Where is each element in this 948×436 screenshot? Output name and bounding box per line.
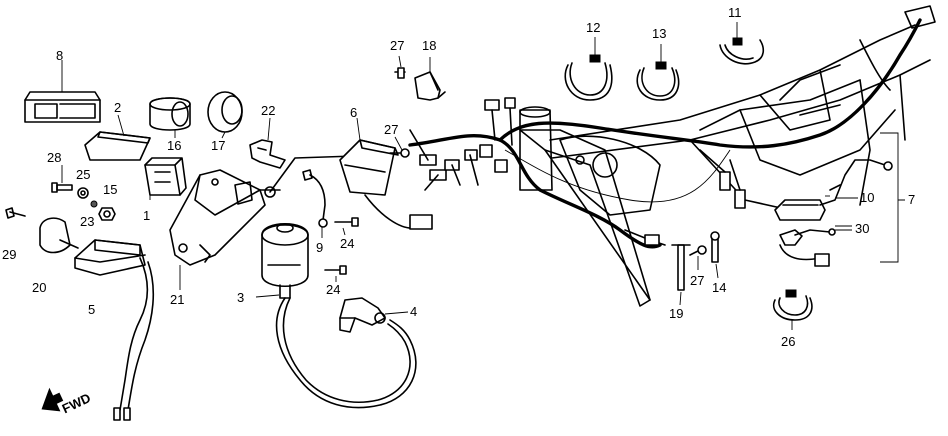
- part-10-switch: [774, 159, 893, 221]
- callout-8: 8: [56, 48, 63, 63]
- fwd-arrow-icon: FWD: [41, 387, 93, 416]
- callout-14: 14: [712, 280, 726, 295]
- callout-12: 12: [586, 20, 600, 35]
- callout-17: 17: [211, 138, 225, 153]
- part-30-switch: [779, 225, 852, 267]
- callout-2: 2: [114, 100, 121, 115]
- callout-6: 6: [350, 105, 357, 120]
- callout-19: 19: [669, 306, 683, 321]
- part-21-bracket: [169, 169, 281, 290]
- part-3-coil: [255, 223, 417, 409]
- part-11-band: [719, 22, 765, 65]
- callout-16: 16: [167, 138, 181, 153]
- callout-24b: 24: [326, 282, 340, 297]
- part-26-band: [773, 289, 813, 330]
- callout-27: 27: [390, 38, 404, 53]
- part-13-band: [636, 44, 680, 101]
- callout-27c: 27: [690, 273, 704, 288]
- callout-7: 7: [908, 192, 915, 207]
- part-27-screw-a: [389, 136, 410, 158]
- frame: [519, 5, 936, 307]
- callout-21: 21: [170, 292, 184, 307]
- callout-26: 26: [781, 334, 795, 349]
- callout-18: 18: [422, 38, 436, 53]
- part-9-wire: [302, 169, 328, 238]
- callout-24: 24: [340, 236, 354, 251]
- callout-labels: 8 2 16 17 22 28 25 15 23 1 29 20 5 21 3 …: [2, 5, 915, 349]
- part-16-can: [149, 97, 191, 138]
- callout-3: 3: [237, 290, 244, 305]
- callout-9: 9: [316, 240, 323, 255]
- part-1-relay: [144, 157, 187, 200]
- callout-23: 23: [80, 214, 94, 229]
- callout-22: 22: [261, 103, 275, 118]
- callout-5: 5: [88, 302, 95, 317]
- part-17-band: [207, 91, 243, 139]
- callout-7-bracket: [880, 132, 905, 263]
- part-8-box: [24, 60, 101, 123]
- part-19-27-14: [671, 231, 720, 306]
- callout-28: 28: [47, 150, 61, 165]
- callout-15: 15: [103, 182, 117, 197]
- wire-to-part-6: [269, 155, 356, 193]
- fasteners-28-25-23-15: [51, 165, 116, 221]
- callout-13: 13: [652, 26, 666, 41]
- callout-4: 4: [410, 304, 417, 319]
- callout-30: 30: [855, 221, 869, 236]
- fwd-label: FWD: [60, 390, 93, 416]
- part-22-clip: [249, 117, 286, 169]
- callout-25: 25: [76, 167, 90, 182]
- callout-11: 11: [728, 5, 742, 20]
- callout-20: 20: [32, 280, 46, 295]
- callout-1: 1: [143, 208, 150, 223]
- part-12-band: [564, 37, 613, 101]
- part-6-cdi: [339, 117, 433, 230]
- callout-27a: 27: [384, 122, 398, 137]
- part-4-plug-cap: [339, 297, 409, 333]
- callout-10: 10: [860, 190, 874, 205]
- part-5-unit: [5, 207, 155, 421]
- part-24-screws: [324, 217, 359, 282]
- callout-29: 29: [2, 247, 16, 262]
- wire-harness: [408, 18, 922, 249]
- part-2-regulator: [84, 114, 151, 161]
- part-18-bracket: [394, 55, 446, 101]
